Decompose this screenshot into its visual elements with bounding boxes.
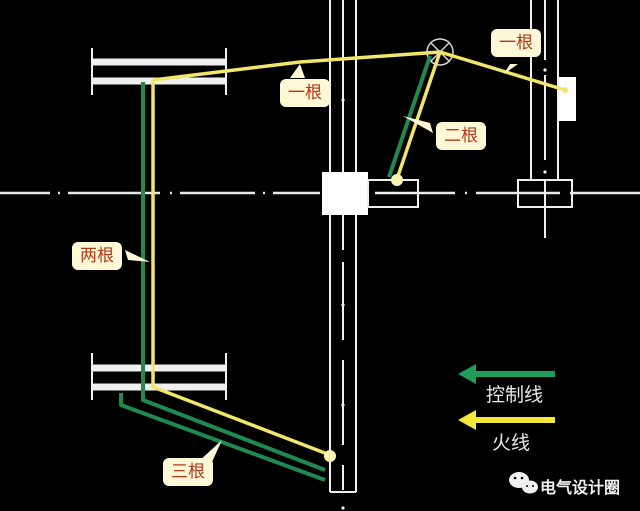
lamp-bracket-top: [91, 48, 227, 95]
watermark-text: 电气设计圈: [540, 478, 621, 497]
lamp-bracket-bottom: [91, 353, 227, 400]
column-center: [329, 0, 357, 493]
column-block: [322, 172, 368, 215]
wall-fixture: [559, 77, 576, 121]
wechat-icon: [509, 472, 538, 494]
legend-label-control-line: 控制线: [486, 384, 544, 406]
live-wires: [151, 50, 566, 457]
callout-one-wire-right: 一根: [491, 29, 541, 57]
control-wires: [119, 55, 432, 482]
callout-two-wires-switch: 二根: [436, 122, 486, 150]
callout-one-wire-left: 一根: [280, 79, 330, 107]
legend-arrow-control: [458, 364, 555, 384]
callout-three-wires: 三根: [163, 458, 213, 486]
legend-arrow-live: [458, 410, 555, 430]
legend-label-live-line: 火线: [492, 432, 531, 454]
callout-two-wires-vertical: 两根: [72, 242, 122, 270]
